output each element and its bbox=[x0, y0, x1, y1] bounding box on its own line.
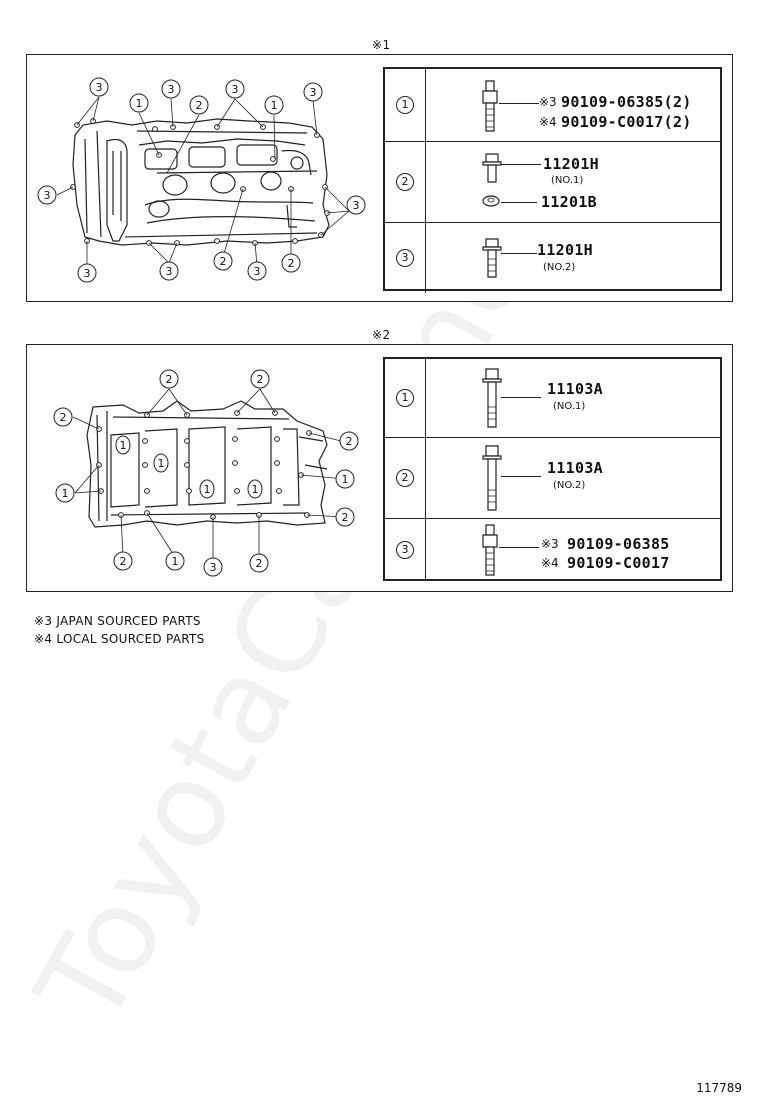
section-1-legend: 1 ※3 90109-06385(2) ※4 90109-C0017(2) 2 … bbox=[383, 67, 722, 293]
part-number: 90109-06385(2) bbox=[561, 93, 692, 111]
callout-label: 3 bbox=[84, 267, 91, 280]
callout-label: 1 bbox=[136, 97, 143, 110]
flange-bolt-icon bbox=[482, 153, 502, 183]
callout-label: 3 bbox=[166, 265, 173, 278]
stud-bolt-icon bbox=[482, 524, 498, 576]
legend-callout: 3 bbox=[396, 541, 414, 559]
legend-row: 1 ※3 90109-06385(2) ※4 90109-C0017(2) bbox=[385, 69, 720, 142]
callout-label: 2 bbox=[288, 257, 295, 270]
part-number: 90109-C0017(2) bbox=[561, 113, 692, 131]
section-1-panel: 3 1 3 2 3 1 3 3 3 3 3 2 3 2 1 ※3 901 bbox=[26, 54, 733, 302]
callout-label: 1 bbox=[172, 555, 179, 568]
callout-label: 3 bbox=[232, 83, 239, 96]
camshaft-housing-drawing: 2 2 2 1 1 1 1 1 2 1 2 2 1 3 2 bbox=[53, 369, 359, 577]
part-number: 11201H bbox=[537, 241, 593, 259]
flange-bolt-icon bbox=[482, 445, 502, 511]
callout-label: 1 bbox=[342, 473, 349, 486]
callout-label: 1 bbox=[271, 99, 278, 112]
washer-icon bbox=[482, 195, 500, 207]
callout-label: 3 bbox=[210, 561, 217, 574]
part-note: (NO.1) bbox=[551, 175, 584, 186]
source-marker: ※4 bbox=[539, 115, 557, 129]
legend-row: 3 ※3 90109-06385 ※4 90109-C0017 bbox=[385, 519, 720, 581]
legend-callout: 2 bbox=[396, 469, 414, 487]
callout-label: 2 bbox=[196, 99, 203, 112]
section-1-label: ※1 bbox=[372, 38, 391, 52]
section-2-label: ※2 bbox=[372, 328, 391, 342]
source-marker: ※3 bbox=[541, 537, 559, 551]
section-2-legend: 1 11103A (NO.1) 2 11103A (NO.2) 3 bbox=[383, 357, 722, 581]
callout-label: 1 bbox=[62, 487, 69, 500]
legend-callout: 1 bbox=[396, 389, 414, 407]
callout-label: 2 bbox=[60, 411, 67, 424]
callout-label: 2 bbox=[120, 555, 127, 568]
part-number: 90109-C0017 bbox=[567, 554, 670, 572]
section-2-panel: 2 2 2 1 1 1 1 1 2 1 2 2 1 3 2 1 1110 bbox=[26, 344, 733, 592]
flange-bolt-icon bbox=[482, 238, 502, 278]
note-text: LOCAL SOURCED PARTS bbox=[56, 632, 205, 646]
source-marker: ※3 bbox=[539, 95, 557, 109]
source-marker: ※4 bbox=[541, 556, 559, 570]
figure-number: 117789 bbox=[696, 1081, 742, 1095]
part-number: 11103A bbox=[547, 459, 603, 477]
callout-label: 1 bbox=[120, 439, 127, 452]
callout-label: 3 bbox=[254, 265, 261, 278]
cylinder-head-cover-drawing: 3 1 3 2 3 1 3 3 3 3 3 2 3 2 bbox=[37, 77, 366, 283]
callout-label: 2 bbox=[346, 435, 353, 448]
callout-label: 3 bbox=[168, 83, 175, 96]
stud-bolt-icon bbox=[482, 80, 498, 132]
flange-bolt-icon bbox=[482, 368, 502, 428]
note-marker: ※3 bbox=[34, 614, 53, 628]
callout-label: 3 bbox=[353, 199, 360, 212]
callout-label: 1 bbox=[252, 483, 259, 496]
callout-label: 2 bbox=[220, 255, 227, 268]
callout-label: 2 bbox=[257, 373, 264, 386]
note-japan-sourced: ※3 JAPAN SOURCED PARTS bbox=[34, 614, 201, 628]
callout-label: 3 bbox=[310, 86, 317, 99]
legend-callout: 1 bbox=[396, 96, 414, 114]
callout-label: 1 bbox=[204, 483, 211, 496]
part-note: (NO.1) bbox=[553, 401, 586, 412]
note-marker: ※4 bbox=[34, 632, 53, 646]
callout-label: 3 bbox=[96, 81, 103, 94]
legend-row: 1 11103A (NO.1) bbox=[385, 359, 720, 438]
part-note: (NO.2) bbox=[543, 262, 576, 273]
legend-row: 2 11103A (NO.2) bbox=[385, 438, 720, 519]
legend-row: 2 11201H (NO.1) 11201B bbox=[385, 142, 720, 223]
callout-label: 3 bbox=[44, 189, 51, 202]
callout-label: 2 bbox=[256, 557, 263, 570]
callout-label: 2 bbox=[166, 373, 173, 386]
callout-label: 2 bbox=[342, 511, 349, 524]
legend-callout: 3 bbox=[396, 249, 414, 267]
legend-row: 3 11201H (NO.2) bbox=[385, 223, 720, 293]
part-note: (NO.2) bbox=[553, 480, 586, 491]
callout-label: 1 bbox=[158, 457, 165, 470]
note-local-sourced: ※4 LOCAL SOURCED PARTS bbox=[34, 632, 205, 646]
part-number: 11201B bbox=[541, 193, 597, 211]
legend-callout: 2 bbox=[396, 173, 414, 191]
part-number: 11201H bbox=[543, 155, 599, 173]
part-number: 90109-06385 bbox=[567, 535, 670, 553]
note-text: JAPAN SOURCED PARTS bbox=[56, 614, 201, 628]
part-number: 11103A bbox=[547, 380, 603, 398]
